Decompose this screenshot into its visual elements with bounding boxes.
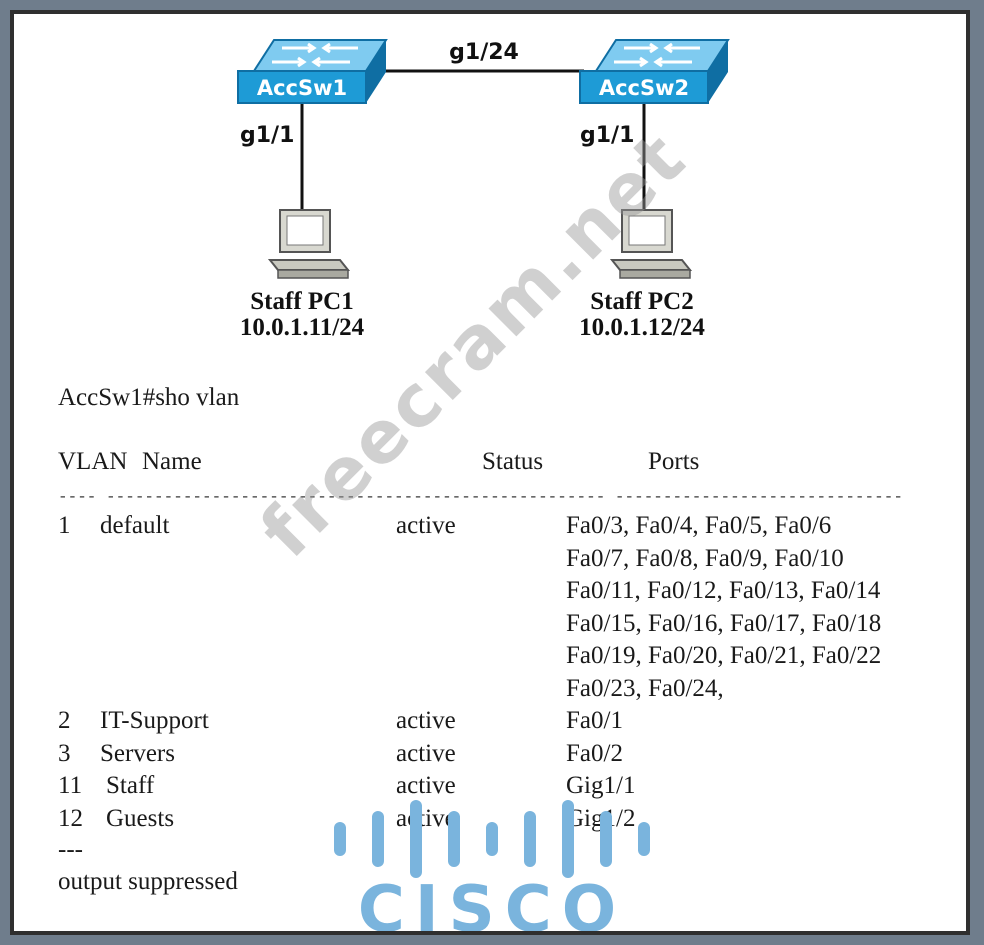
cisco-logo: CISCO [334, 800, 650, 935]
network-topology-diagram: AccSw1 AccSw2 g1/24 g1/1 g1/1 [237, 39, 730, 341]
vlan-name: default [100, 512, 170, 539]
vlan-status: active [396, 739, 456, 767]
vlan-ports: Fa0/19, Fa0/20, Fa0/21, Fa0/22 [566, 642, 882, 669]
vlan-id: 1 [58, 512, 71, 539]
vlan-ports: Fa0/2 [566, 739, 623, 767]
vlan-ports: Fa0/11, Fa0/12, Fa0/13, Fa0/14 [566, 577, 881, 604]
vlan-name: Guests [106, 804, 175, 832]
switch-arrows-icon [614, 42, 700, 68]
vlan-status: active [396, 707, 456, 734]
pc1-icon [267, 209, 351, 279]
pc2-icon [609, 209, 693, 279]
pc2-name: Staff PC2 [590, 288, 693, 315]
vlan-status: active [396, 512, 456, 539]
switch-accsw2: AccSw2 [579, 39, 730, 104]
header-vlan: VLAN [58, 448, 128, 475]
switch-label: AccSw2 [599, 76, 689, 100]
pc1-name: Staff PC1 [250, 288, 353, 315]
header-name: Name [142, 448, 202, 475]
header-status: Status [482, 448, 544, 475]
vlan-ports: Fa0/3, Fa0/4, Fa0/5, Fa0/6 [566, 512, 832, 539]
output-suppressed-note: output suppressed [58, 868, 238, 895]
header-ports: Ports [648, 448, 700, 475]
trunk-port-label: g1/24 [449, 40, 519, 65]
pc2-port-label: g1/1 [580, 123, 634, 148]
switch-accsw1: AccSw1 [237, 39, 388, 104]
vlan-ports: Fa0/23, Fa0/24, [566, 674, 724, 702]
vlan-id: 2 [58, 707, 71, 734]
switch-arrows-icon [272, 42, 358, 68]
vlan-name: IT-Support [100, 707, 209, 734]
vlan-id: 3 [58, 739, 71, 767]
vlan-id: 12 [58, 804, 83, 832]
vlan-ports: Fa0/15, Fa0/16, Fa0/17, Fa0/18 [566, 609, 882, 637]
cisco-bars-icon [334, 800, 650, 878]
vlan-ports: Gig1/1 [566, 772, 636, 799]
exhibit-panel: AccSw1 AccSw2 g1/24 g1/1 g1/1 [10, 10, 970, 935]
vlan-name: Servers [100, 739, 175, 767]
switch-label: AccSw1 [257, 76, 347, 100]
pc1-ip: 10.0.1.11/24 [240, 314, 365, 341]
vlan-id: 11 [58, 772, 83, 799]
vlan-name: Staff [106, 772, 155, 799]
cli-command: AccSw1#sho vlan [58, 384, 240, 411]
pc2-ip: 10.0.1.12/24 [579, 314, 705, 341]
vlan-status: active [396, 772, 456, 799]
ellipsis-line: --- [58, 836, 83, 863]
vlan-status: active [396, 804, 456, 832]
vlan-ports: Fa0/7, Fa0/8, Fa0/9, Fa0/10 [566, 544, 844, 572]
table-header: VLAN Name Status Ports [14, 448, 966, 480]
pc1-port-label: g1/1 [240, 123, 294, 148]
header-divider: ---- -----------------------------------… [58, 488, 903, 506]
vlan-ports: Fa0/1 [566, 707, 623, 734]
cisco-wordmark: CISCO [358, 873, 626, 935]
